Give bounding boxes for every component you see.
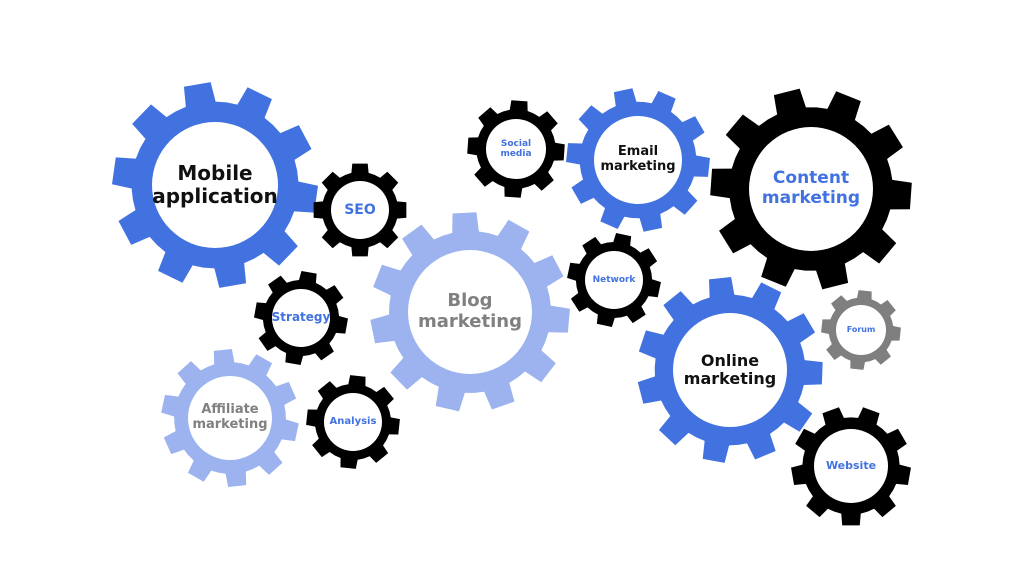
gear-label-forum: Forum	[846, 325, 876, 335]
gear-email-marketing: Email marketing	[566, 88, 710, 232]
gear-hub	[152, 122, 278, 248]
gear-online-marketing: Online marketing	[637, 277, 823, 463]
gear-label-content-marketing: Content marketing	[761, 168, 861, 208]
gear-forum-icon	[821, 290, 901, 370]
gear-label-online-marketing: Online marketing	[683, 350, 777, 388]
gear-seo-icon	[313, 163, 407, 257]
gear-hub	[836, 305, 886, 355]
gear-analysis: Analysis	[306, 375, 400, 469]
gear-hub	[188, 376, 272, 460]
gear-strategy-icon	[254, 271, 348, 365]
gear-label-strategy: Strategy	[271, 310, 331, 325]
gear-label-website: Website	[825, 458, 877, 472]
gear-hub	[486, 119, 546, 179]
gear-hub	[594, 116, 682, 204]
gear-label-analysis: Analysis	[329, 416, 377, 428]
gear-label-mobile-application: Mobile application	[152, 161, 278, 208]
gear-website-icon	[791, 407, 911, 526]
gear-hub	[585, 251, 643, 309]
gear-network-icon	[567, 233, 661, 327]
gear-hub	[408, 250, 532, 374]
gear-seo: SEO	[313, 163, 407, 257]
gear-hub	[749, 127, 873, 251]
gear-blog-marketing: Blog marketing	[370, 212, 570, 412]
gear-online-marketing-icon	[637, 277, 823, 463]
gear-social-media-icon	[467, 100, 565, 198]
gear-analysis-icon	[306, 375, 400, 469]
gear-social-media: Social media	[467, 100, 565, 198]
gear-website: Website	[791, 406, 911, 526]
gear-network: Network	[567, 233, 661, 327]
gear-strategy: Strategy	[254, 271, 348, 365]
gear-mobile-application: Mobile application	[112, 82, 318, 288]
gear-affiliate-marketing-icon	[161, 349, 299, 487]
gear-email-marketing-icon	[566, 88, 710, 232]
gear-hub	[673, 313, 787, 427]
gear-content-marketing: Content marketing	[710, 88, 912, 290]
gear-label-social-media: Social media	[500, 138, 532, 159]
gear-blog-marketing-icon	[370, 212, 570, 412]
gear-affiliate-marketing: Affiliate marketing	[161, 349, 299, 487]
gear-mobile-application-icon	[112, 82, 318, 288]
gear-hub	[331, 181, 389, 239]
gear-label-email-marketing: Email marketing	[600, 144, 676, 174]
gear-label-affiliate-marketing: Affiliate marketing	[192, 402, 268, 432]
gear-label-network: Network	[592, 274, 636, 285]
gear-hub	[324, 393, 382, 451]
gear-hub	[814, 429, 888, 503]
gear-content-marketing-icon	[710, 88, 912, 290]
gear-hub	[272, 289, 330, 347]
gear-label-seo: SEO	[344, 201, 376, 218]
gear-label-blog-marketing: Blog marketing	[418, 290, 522, 332]
gear-forum: Forum	[821, 290, 901, 370]
